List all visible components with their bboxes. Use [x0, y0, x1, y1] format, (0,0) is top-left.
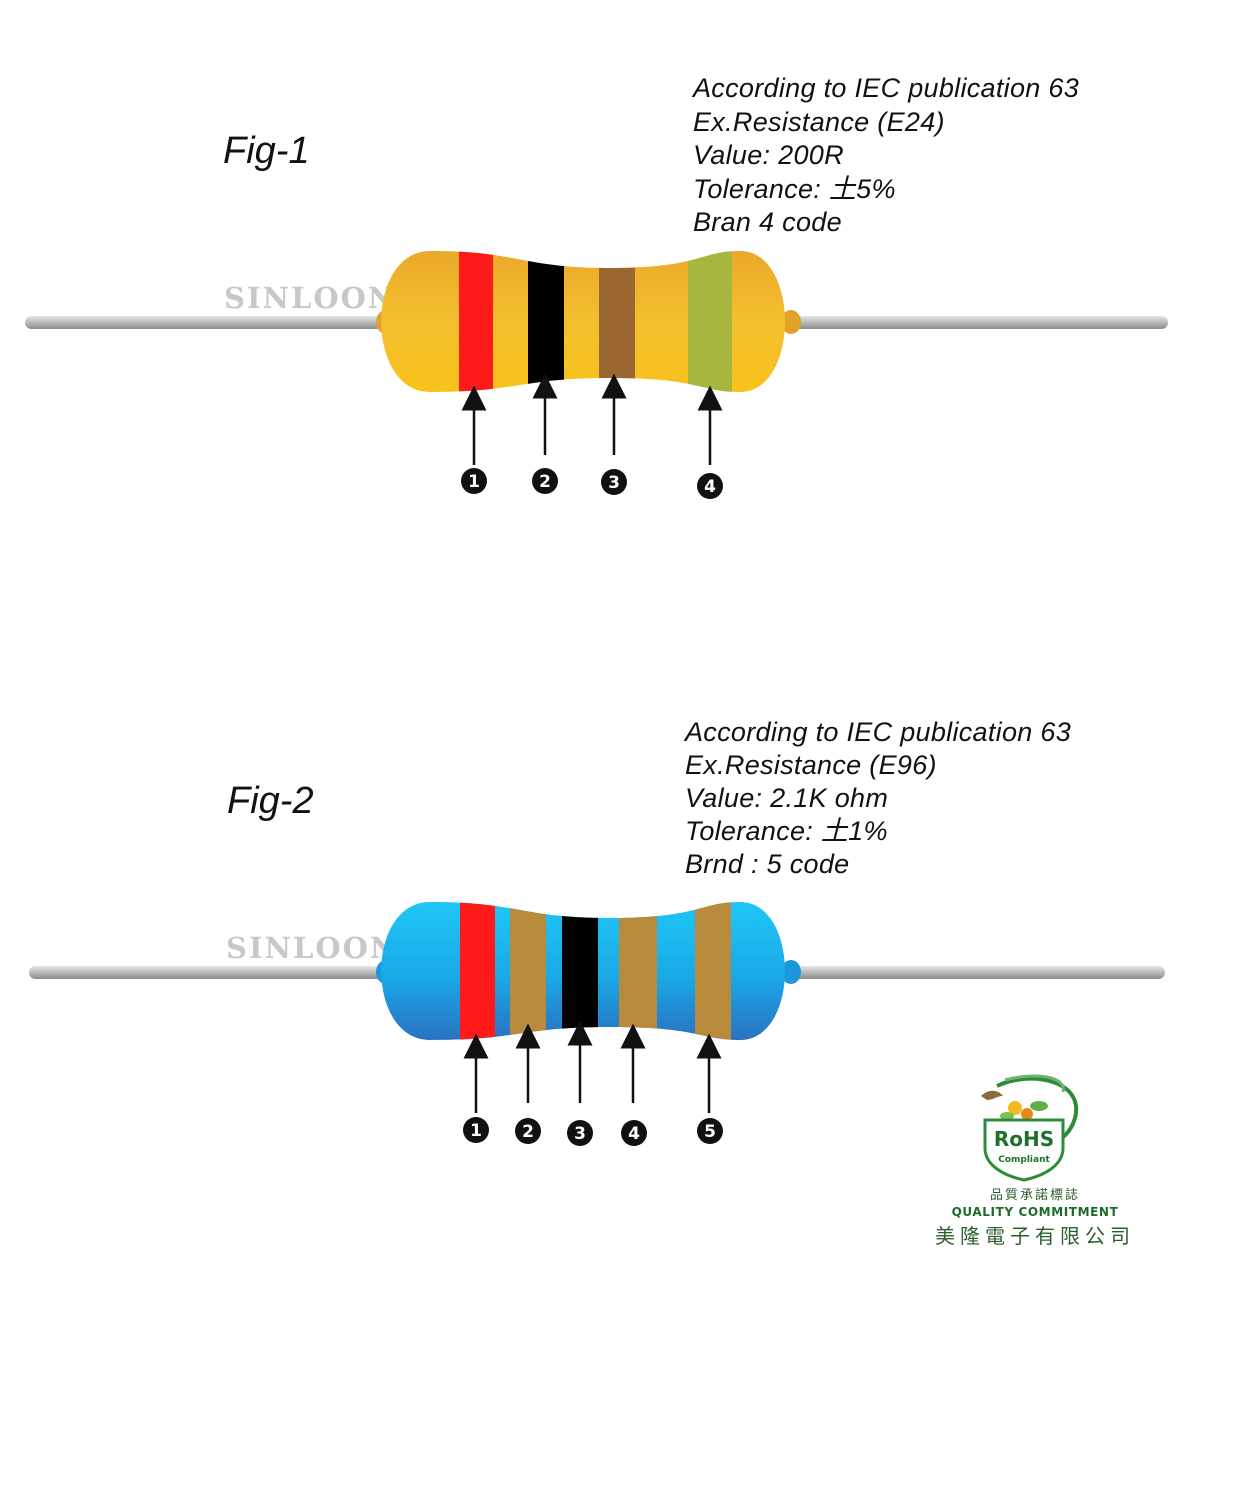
fig-2-band-5 — [695, 902, 731, 1040]
fig-2-info-standard: According to IEC publication 63 — [685, 717, 1072, 747]
fig-2-band-1 — [460, 902, 495, 1040]
fig-1-resistor: SINLOON 1 2 3 4 — [25, 251, 1168, 499]
rohs-text: RoHS — [994, 1127, 1054, 1151]
rohs-emblem: RoHS Compliant — [981, 1074, 1079, 1182]
fig-2-band-4 — [619, 902, 657, 1040]
fig-1-info-value: Value: 200R — [693, 140, 844, 170]
fig-1-badge-1: 1 — [461, 468, 487, 494]
fig-1-band-1 — [459, 251, 493, 392]
svg-text:1: 1 — [470, 1121, 482, 1141]
company-name: 美隆電子有限公司 — [935, 1224, 1135, 1248]
fig-2-info: According to IEC publication 63 Ex.Resis… — [685, 716, 1071, 881]
fig-1-badge-4: 4 — [697, 473, 723, 499]
fig-2-badge-4: 4 — [621, 1120, 647, 1146]
compliant-text: Compliant — [998, 1155, 1050, 1165]
fig-2-badge-5: 5 — [697, 1118, 723, 1144]
fig-2-badge-2: 2 — [515, 1118, 541, 1144]
fig-1-band-4 — [688, 251, 732, 392]
svg-text:1: 1 — [468, 472, 480, 492]
fig-2-right-cap — [781, 960, 801, 984]
rohs-quality-logo: RoHS Compliant 品質承諾標誌 QUALITY COMMITMENT… — [935, 1070, 1135, 1260]
fig-1-info-standard: According to IEC publication 63 — [693, 73, 1080, 103]
fig-1-info-tolerance: Tolerance: 土5% — [693, 173, 896, 204]
fig-1-info: According to IEC publication 63 Ex.Resis… — [693, 72, 1079, 240]
fig-2-info-band-code: Brnd : 5 code — [685, 849, 850, 879]
fig-1-right-cap — [781, 310, 801, 334]
fig-1-badge-3: 3 — [601, 469, 627, 495]
fig-2-badge-3: 3 — [567, 1120, 593, 1146]
fig-1-info-band-code: Bran 4 code — [693, 207, 842, 237]
quality-commitment-text: QUALITY COMMITMENT — [951, 1205, 1119, 1219]
fig-2-info-tolerance: Tolerance: 土1% — [685, 816, 888, 846]
fig-2-resistor: SINLOON 1 2 3 4 5 — [29, 902, 1165, 1146]
svg-text:4: 4 — [628, 1124, 640, 1144]
fig-2-badge-1: 1 — [463, 1117, 489, 1143]
rohs-chinese-line1: 品質承諾標誌 — [989, 1188, 1080, 1203]
svg-text:2: 2 — [522, 1122, 534, 1142]
fig-1-brand-watermark: SINLOON — [224, 281, 396, 315]
svg-text:5: 5 — [704, 1122, 716, 1142]
svg-text:3: 3 — [608, 473, 620, 493]
fig-1-badge-2: 2 — [532, 468, 558, 494]
fig-2-info-value: Value: 2.1K ohm — [685, 783, 889, 813]
fig-1-label: Fig-1 — [223, 130, 310, 172]
svg-text:2: 2 — [539, 472, 551, 492]
svg-text:3: 3 — [574, 1124, 586, 1144]
fig-2-label: Fig-2 — [227, 780, 314, 822]
bird-icon — [981, 1090, 1003, 1100]
fig-1-band-2 — [528, 251, 564, 392]
fig-2-band-3 — [562, 902, 598, 1040]
fig-2-brand-watermark: SINLOON — [226, 931, 398, 965]
fig-1-info-series: Ex.Resistance (E24) — [693, 106, 945, 137]
fig-2-info-series: Ex.Resistance (E96) — [685, 750, 937, 780]
svg-text:4: 4 — [704, 477, 716, 497]
fig-2-band-2 — [510, 902, 546, 1040]
fig-1-band-3 — [599, 251, 635, 392]
rohs-shield-icon — [983, 1118, 1065, 1182]
